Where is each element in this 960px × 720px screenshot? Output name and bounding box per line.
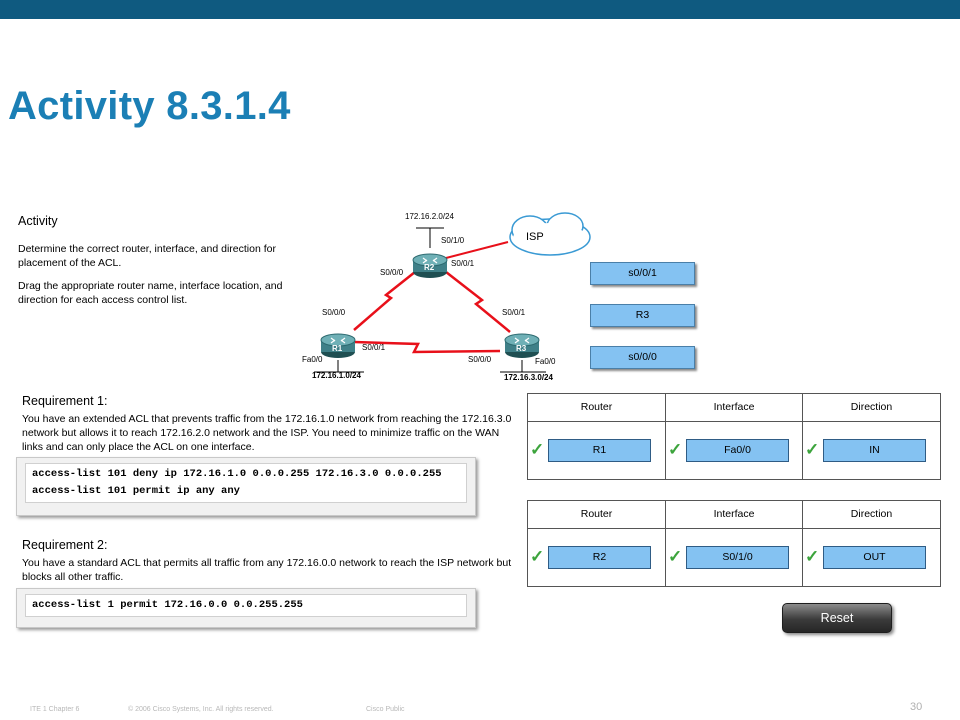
cloud-icon [509,212,591,256]
activity-instructions: Activity Determine the correct router, i… [18,214,308,316]
direction-drop-zone[interactable]: ✓ IN [803,422,940,480]
requirement-1-code: access-list 101 deny ip 172.16.1.0 0.0.0… [16,457,476,516]
interface-answer[interactable]: Fa0/0 [686,439,789,462]
r1-s000-label: S0/0/0 [322,308,346,317]
r1-fa00-label: Fa0/0 [302,355,323,364]
slide-title: Activity 8.3.1.4 [8,84,291,128]
router-drop-zone[interactable]: ✓ R2 [528,529,666,587]
r3-s000-label: S0/0/0 [468,355,492,364]
column-header-direction: Direction [803,501,940,529]
answer-table-1: Router Interface Direction ✓ R1 ✓ Fa0/0 … [527,393,941,480]
topology-drawing [314,212,591,373]
drag-option-r3[interactable]: R3 [590,304,695,327]
activity-instruction-1: Determine the correct router, interface,… [18,243,276,269]
router-icon [504,333,540,358]
activity-heading: Activity [18,214,58,228]
router-icon [320,333,356,358]
r2-s010-label: S0/1/0 [441,236,465,245]
requirement-1-heading: Requirement 1: [22,394,108,408]
check-icon: ✓ [530,547,545,566]
reset-button[interactable]: Reset [782,603,892,633]
direction-answer[interactable]: IN [823,439,926,462]
r3-s001-label: S0/0/1 [502,308,526,317]
column-header-direction: Direction [803,394,940,422]
direction-answer[interactable]: OUT [823,546,926,569]
r3-router-label: R3 [516,344,527,353]
check-icon: ✓ [805,440,820,459]
requirement-1-text: You have an extended ACL that prevents t… [22,413,512,453]
router-drop-zone[interactable]: ✓ R1 [528,422,666,480]
r2-router-label: R2 [424,263,435,272]
router-answer[interactable]: R1 [548,439,651,462]
router-answer[interactable]: R2 [548,546,651,569]
code-line: access-list 101 deny ip 172.16.1.0 0.0.0… [32,468,442,480]
requirement-2: Requirement 2: You have a standard ACL t… [22,538,522,584]
code-line: access-list 101 permit ip any any [32,485,240,497]
r2-s000-label: S0/0/0 [380,268,404,277]
r2-s001-label: S0/0/1 [451,259,475,268]
requirement-2-code-field: access-list 1 permit 172.16.0.0 0.0.255.… [25,594,467,617]
interface-drop-zone[interactable]: ✓ Fa0/0 [666,422,803,480]
check-icon: ✓ [805,547,820,566]
r1-r3-wan-link [353,340,501,354]
footer-copyright: © 2006 Cisco Systems, Inc. All rights re… [128,706,274,713]
column-header-interface: Interface [666,501,803,529]
column-header-router: Router [528,501,666,529]
requirement-1-code-field: access-list 101 deny ip 172.16.1.0 0.0.0… [25,463,467,503]
requirement-2-code: access-list 1 permit 172.16.0.0 0.0.255.… [16,588,476,628]
requirement-2-heading: Requirement 2: [22,538,108,552]
top-banner [0,0,960,19]
r2-isp-link [445,241,509,259]
check-icon: ✓ [668,547,683,566]
code-line: access-list 1 permit 172.16.0.0 0.0.255.… [32,599,303,611]
requirement-1: Requirement 1: You have an extended ACL … [22,394,522,454]
check-icon: ✓ [668,440,683,459]
interface-answer[interactable]: S0/1/0 [686,546,789,569]
r2-r3-wan-link [445,271,511,333]
r1-s001-label: S0/0/1 [362,343,386,352]
r3-lan-network: 172.16.3.0/24 [504,373,553,382]
activity-instruction-2: Drag the appropriate router name, interf… [18,280,283,306]
requirement-2-text: You have a standard ACL that permits all… [22,557,512,583]
drag-option-s001[interactable]: s0/0/1 [590,262,695,285]
r3-fa00-label: Fa0/0 [535,357,556,366]
page-number: 30 [910,701,923,713]
footer-classification: Cisco Public [366,706,405,713]
column-header-router: Router [528,394,666,422]
footer-course: ITE 1 Chapter 6 [30,706,80,713]
check-icon: ✓ [530,440,545,459]
r2-lan-network: 172.16.2.0/24 [405,212,454,221]
drag-option-s000[interactable]: s0/0/0 [590,346,695,369]
interface-drop-zone[interactable]: ✓ S0/1/0 [666,529,803,587]
network-topology: 172.16.2.0/24 ISP R2 R1 R3 S0/1/0 S0/0/1… [290,200,610,390]
r1-lan-network: 172.16.1.0/24 [312,371,361,380]
direction-drop-zone[interactable]: ✓ OUT [803,529,940,587]
r1-router-label: R1 [332,344,343,353]
isp-label: ISP [526,231,544,243]
r1-r2-wan-link [353,271,416,331]
router-icon [412,253,448,278]
answer-table-2: Router Interface Direction ✓ R2 ✓ S0/1/0… [527,500,941,587]
column-header-interface: Interface [666,394,803,422]
